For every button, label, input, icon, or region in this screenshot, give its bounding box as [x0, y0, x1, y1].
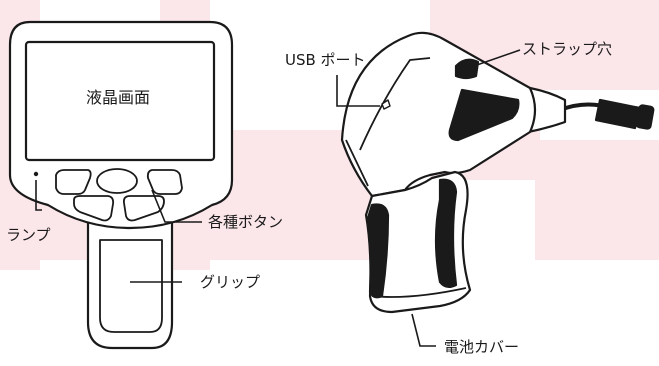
side-view-device — [340, 31, 655, 314]
label-strap-hole: ストラップ穴 — [522, 40, 612, 58]
battery-leader-line — [411, 313, 436, 347]
strap-leader-line — [473, 49, 521, 67]
label-lamp: ランプ — [6, 226, 51, 244]
lamp-leader-line — [35, 180, 42, 211]
handle-base-line — [371, 287, 467, 298]
label-buttons: 各種ボタン — [208, 213, 283, 231]
front-view-device — [8, 20, 234, 350]
label-grip: グリップ — [200, 273, 260, 291]
label-usb-port: USB ポート — [285, 51, 366, 69]
lamp-dot — [33, 171, 39, 177]
probe-tip — [594, 98, 655, 130]
side-body — [340, 31, 537, 198]
side-leader-lines — [336, 49, 521, 347]
front-leader-lines — [35, 180, 202, 283]
side-body-crease — [359, 57, 431, 151]
button-center — [96, 168, 138, 194]
grip-inner-panel — [99, 239, 163, 333]
button-bottom-left — [73, 195, 115, 222]
usb-leader-line — [336, 75, 380, 107]
label-screen: 液晶画面 — [86, 88, 150, 107]
buttons-leader-line — [151, 189, 202, 223]
usb-port-mark — [381, 99, 391, 110]
handle-dark-grip-right — [434, 178, 458, 289]
cable-neck — [526, 86, 567, 134]
side-body-edge — [345, 139, 369, 187]
label-battery-cover: 電池カバー — [444, 338, 519, 356]
side-dark-panel — [448, 88, 520, 142]
button-right — [146, 169, 183, 195]
lcd-screen — [24, 40, 216, 162]
button-left — [55, 169, 92, 195]
strap-hole — [454, 58, 480, 80]
button-bottom-right — [122, 195, 165, 222]
